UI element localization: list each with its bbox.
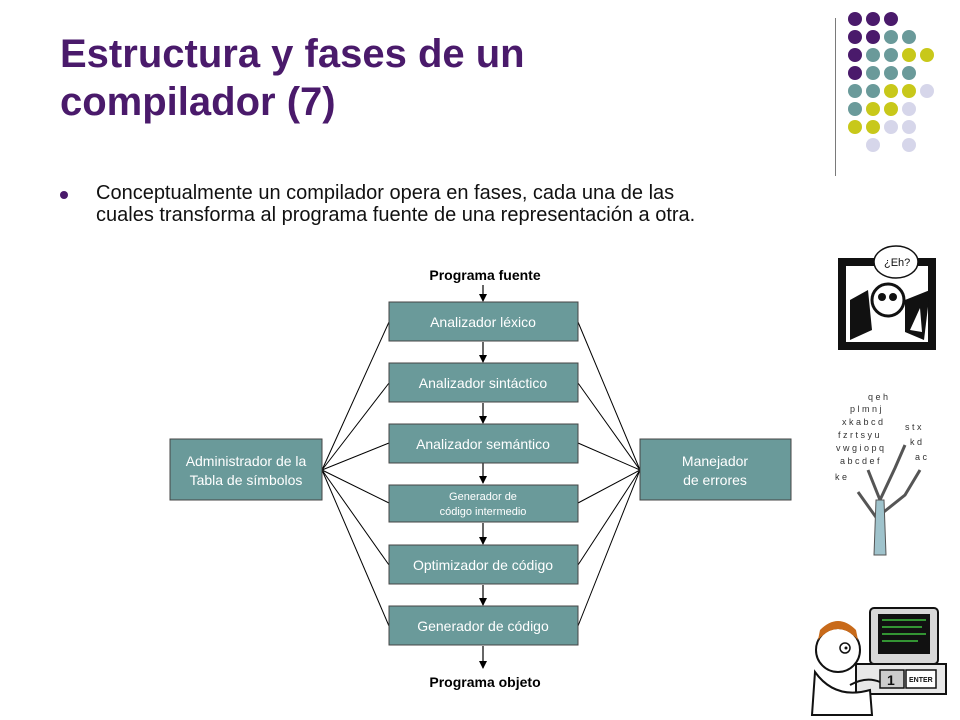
dot-icon	[902, 30, 916, 44]
dot-icon	[848, 30, 862, 44]
svg-text:a b c d e f: a b c d e f	[840, 456, 880, 466]
dot-icon	[866, 84, 880, 98]
phase-label: Analizador léxico	[430, 314, 536, 330]
symbol-table-label: Administrador de la	[186, 453, 307, 469]
dot-icon	[866, 66, 880, 80]
phase-box: Analizador sintáctico	[388, 362, 579, 403]
dot-icon	[848, 84, 862, 98]
dot-icon	[902, 120, 916, 134]
phase-box: Optimizador de código	[388, 544, 579, 585]
svg-text:k d: k d	[910, 437, 922, 447]
error-handler-box: Manejador de errores	[639, 438, 792, 501]
key-one-text: 1	[887, 672, 895, 688]
symbol-table-label: Tabla de símbolos	[190, 472, 303, 488]
phase-label: Analizador sintáctico	[419, 375, 548, 391]
dot-icon	[866, 30, 880, 44]
svg-text:v w g i o p q: v w g i o p q	[836, 443, 884, 453]
phase-box: Generador de código intermedio	[388, 484, 579, 523]
svg-text:k e: k e	[835, 472, 847, 482]
dot-icon	[884, 102, 898, 116]
slide-title-line1: Estructura y fases de un	[60, 32, 525, 76]
phase-box: Generador de código	[388, 605, 579, 646]
error-handler-label: Manejador	[682, 453, 748, 469]
error-handler-label: de errores	[683, 472, 747, 488]
phase-label: Generador de código	[417, 618, 549, 634]
bullet-line2: cuales transforma al programa fuente de …	[96, 204, 696, 226]
dot-icon	[848, 12, 862, 26]
symbol-table-connectors	[321, 321, 390, 627]
phase-label: Optimizador de código	[413, 557, 553, 573]
dot-icon	[902, 48, 916, 62]
phase-box: Analizador semántico	[388, 423, 579, 464]
phase-label: código intermedio	[440, 506, 527, 518]
svg-text:q e h: q e h	[868, 392, 888, 402]
slide-title: Estructura y fases de un compilador (7)	[60, 30, 525, 126]
dot-icon	[884, 66, 898, 80]
dot-icon	[848, 120, 862, 134]
svg-text:x k a b c d: x k a b c d	[842, 417, 883, 427]
dot-icon	[920, 84, 934, 98]
svg-text:a c: a c	[915, 452, 928, 462]
dot-icon	[848, 48, 862, 62]
bullet-item: Conceptualmente un compilador opera en f…	[60, 182, 860, 226]
symbol-table-box: Administrador de la Tabla de símbolos	[169, 438, 323, 501]
phase-label: Analizador semántico	[416, 436, 550, 452]
dot-icon	[884, 48, 898, 62]
confused-person-illustration: ¿Eh?	[838, 245, 936, 350]
bullet-list: Conceptualmente un compilador opera en f…	[60, 182, 860, 226]
svg-text:p l m n j: p l m n j	[850, 404, 882, 414]
dot-icon	[920, 48, 934, 62]
dot-icon	[866, 12, 880, 26]
dot-icon	[884, 84, 898, 98]
dot-icon	[902, 66, 916, 80]
computer-user-illustration: 1 ENTER	[810, 607, 947, 716]
phase-box: Analizador léxico	[388, 301, 579, 342]
dot-icon	[884, 30, 898, 44]
dot-icon	[902, 84, 916, 98]
input-label: Programa fuente	[429, 267, 540, 283]
error-handler-connectors	[577, 321, 641, 627]
dot-icon	[902, 102, 916, 116]
phase-label: Generador de	[449, 491, 517, 503]
svg-text:s t x: s t x	[905, 422, 922, 432]
bullet-line1: Conceptualmente un compilador opera en f…	[96, 182, 675, 204]
dot-icon	[902, 138, 916, 152]
output-label: Programa objeto	[429, 674, 540, 690]
letter-tree-illustration: q e h p l m n j x k a b c d f z r t s y …	[835, 392, 928, 556]
dot-icon	[848, 66, 862, 80]
dot-icon	[848, 102, 862, 116]
enter-key-text: ENTER	[909, 677, 933, 684]
dot-icon	[866, 102, 880, 116]
speech-bubble-text: ¿Eh?	[884, 257, 910, 269]
dot-icon	[866, 48, 880, 62]
dot-icon	[866, 138, 880, 152]
svg-text:f z r t s y u: f z r t s y u	[838, 430, 880, 440]
dot-icon	[884, 120, 898, 134]
title-divider	[835, 18, 836, 176]
dot-icon	[884, 12, 898, 26]
slide-title-line2: compilador (7)	[60, 80, 336, 124]
dot-icon	[866, 120, 880, 134]
